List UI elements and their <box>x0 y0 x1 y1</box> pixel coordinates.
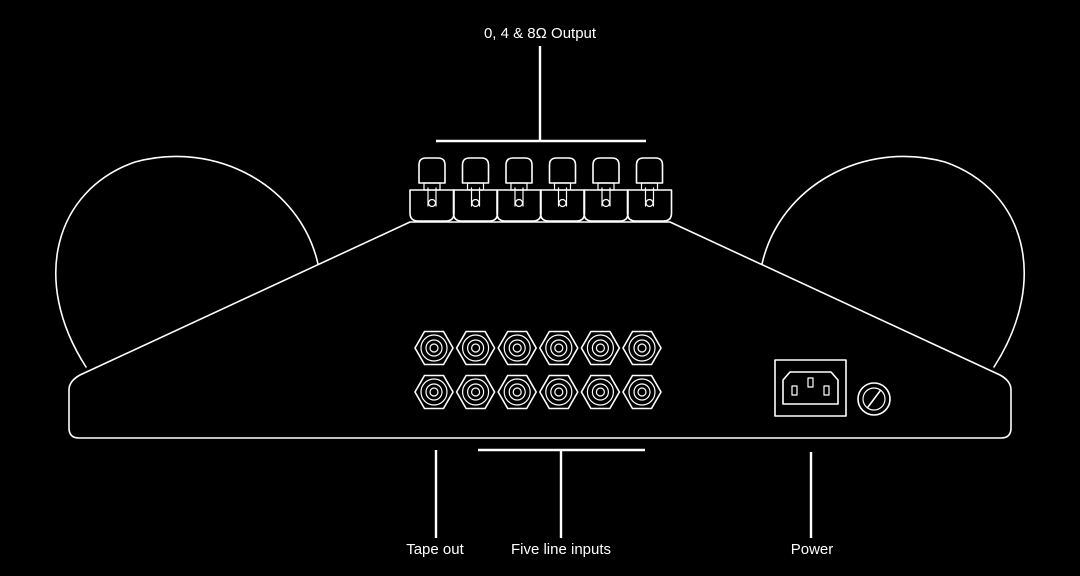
iec-inlet-icon <box>774 359 847 417</box>
right-dome <box>761 155 1025 368</box>
rca-jack <box>414 374 454 410</box>
rca-jack <box>497 330 538 366</box>
speaker-terminals <box>409 157 673 222</box>
speaker-terminal <box>409 157 455 222</box>
output-callout <box>436 46 646 143</box>
rca-jack <box>455 374 496 410</box>
rca-jack-grid <box>414 330 662 410</box>
speaker-terminal <box>626 157 673 222</box>
line-inputs-label: Five line inputs <box>511 541 611 558</box>
rca-jack <box>538 330 579 366</box>
speaker-terminal <box>539 157 586 222</box>
speaker-terminal <box>496 157 542 222</box>
rca-jack <box>580 374 621 410</box>
rca-jack <box>622 374 662 410</box>
tape-out-label: Tape out <box>406 541 464 558</box>
left-dome <box>55 155 319 368</box>
rca-jack <box>414 330 454 366</box>
fuse-holder-icon <box>857 382 891 416</box>
rca-jack <box>622 330 662 366</box>
output-label: 0, 4 & 8Ω Output <box>484 25 597 42</box>
speaker-terminal <box>452 157 499 222</box>
speaker-terminal <box>583 157 629 222</box>
rca-jack <box>580 330 621 366</box>
rca-jack <box>497 374 538 410</box>
power-label: Power <box>791 541 834 558</box>
rca-jack <box>538 374 579 410</box>
line-inputs-callout <box>478 448 645 538</box>
rca-jack <box>455 330 496 366</box>
